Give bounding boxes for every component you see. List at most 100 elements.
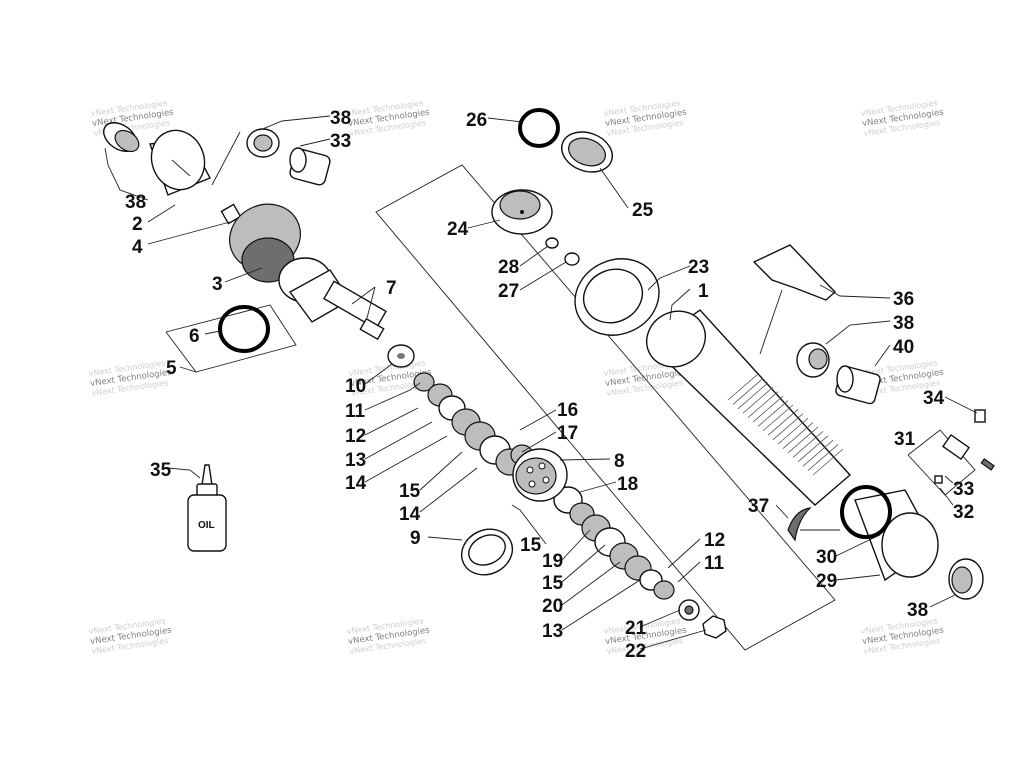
callout-22: 22: [625, 641, 646, 662]
callout-40: 40: [893, 337, 914, 358]
callout-11: 11: [704, 553, 725, 574]
oil-label: OIL: [198, 520, 215, 531]
eyelet-29: [854, 489, 939, 582]
callout-27: 27: [498, 281, 519, 302]
callout-38: 38: [330, 108, 351, 129]
group-outline-reservoir: [907, 429, 976, 496]
callout-13: 13: [542, 621, 563, 642]
callout-15: 15: [520, 535, 542, 556]
valve-disc-hole: [397, 353, 405, 359]
callout-numbers: 38 33 38 2 4 3 7 6 5 26 25 24 28 27 23 1…: [125, 108, 974, 662]
sleeve-2: [149, 129, 211, 196]
shock-body-1: [646, 309, 852, 506]
callout-34: 34: [923, 388, 945, 409]
body-rib: [792, 431, 824, 458]
oring-26: [518, 108, 560, 148]
body-rib: [737, 382, 769, 410]
oring-6: [218, 305, 270, 353]
body-rib: [752, 395, 784, 423]
callout-21: 21: [625, 618, 647, 639]
callout-7: 7: [386, 278, 397, 299]
ring-9: [460, 528, 514, 576]
callout-9: 9: [410, 528, 421, 549]
callout-5: 5: [166, 358, 177, 379]
bushing-38-upper: [246, 128, 280, 158]
callout-11: 11: [345, 401, 366, 422]
callout-15: 15: [399, 481, 421, 502]
callout-12: 12: [704, 530, 725, 551]
valve-disc-stack: [387, 344, 675, 600]
washer-28: [545, 237, 559, 249]
callout-33: 33: [953, 479, 974, 500]
valve-disc: [413, 372, 435, 392]
bushing-38-left: [103, 122, 140, 153]
valve-assembly-31: [934, 409, 995, 484]
body-rib: [747, 391, 779, 418]
body-rib: [762, 404, 794, 432]
callout-32: 32: [953, 502, 974, 523]
callout-17: 17: [557, 423, 578, 444]
callout-28: 28: [498, 257, 519, 278]
washer-21: [678, 599, 700, 621]
callout-16: 16: [557, 400, 578, 421]
callout-35: 35: [150, 460, 172, 481]
callout-10: 10: [345, 376, 366, 397]
callout-2: 2: [132, 214, 143, 235]
callout-15: 15: [542, 573, 564, 594]
group-outline-piston: [165, 304, 297, 373]
callout-18: 18: [617, 474, 638, 495]
callout-26: 26: [466, 110, 487, 131]
body-rib: [802, 439, 834, 467]
callout-14: 14: [345, 473, 367, 494]
nut-22: [702, 615, 727, 639]
bushing-38-right: [796, 342, 830, 378]
callout-24: 24: [447, 219, 469, 240]
body-rib: [777, 417, 809, 445]
body-rib: [767, 408, 799, 436]
body-rib: [782, 422, 814, 449]
valve-27: [564, 252, 580, 266]
callout-38: 38: [893, 313, 914, 334]
body-rib: [757, 400, 789, 427]
cap-24: [491, 189, 553, 235]
callout-1: 1: [698, 281, 709, 302]
callout-38: 38: [907, 600, 928, 621]
valve-disc: [653, 580, 675, 600]
callout-36: 36: [893, 289, 914, 310]
body-rib: [787, 426, 819, 454]
callout-31: 31: [894, 429, 916, 450]
callout-30: 30: [816, 547, 837, 568]
body-rib: [807, 444, 839, 471]
spacer-33-upper: [289, 147, 331, 186]
body-rib: [732, 378, 764, 405]
callout-19: 19: [542, 551, 563, 572]
body-coil-lines: [727, 373, 844, 476]
callout-33: 33: [330, 131, 351, 152]
callout-20: 20: [542, 596, 563, 617]
callout-29: 29: [816, 571, 837, 592]
callout-38: 38: [125, 192, 146, 213]
connector-line: [759, 289, 783, 355]
callout-13: 13: [345, 450, 366, 471]
watermarks: vNext Technologies vNext Technologies vN…: [88, 98, 945, 655]
callout-37: 37: [748, 496, 769, 517]
callout-8: 8: [614, 451, 625, 472]
spacer-40: [835, 365, 881, 405]
callout-25: 25: [632, 200, 654, 221]
callout-3: 3: [212, 274, 223, 295]
group-outline-main: [375, 164, 836, 651]
callout-4: 4: [132, 237, 143, 258]
body-rib: [812, 448, 844, 476]
shaft-eyelet-3: [241, 237, 387, 341]
body-rib: [727, 373, 759, 401]
callout-12: 12: [345, 426, 366, 447]
callout-23: 23: [688, 257, 709, 278]
ring-25: [561, 131, 613, 173]
body-rib: [797, 435, 829, 463]
body-rib: [772, 413, 804, 441]
oil-bottle-35: OIL: [187, 464, 227, 552]
clip-37: [787, 507, 812, 542]
body-rib: [742, 386, 774, 414]
leader-lines: [104, 115, 978, 650]
